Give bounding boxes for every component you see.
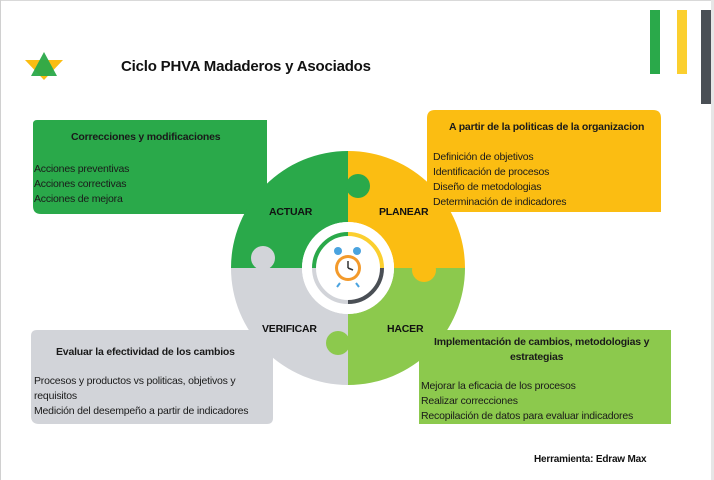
top-border: [1, 0, 711, 1]
card-verificar-item: Medición del desempeño a partir de indic…: [34, 405, 249, 417]
quadrant-verificar: [231, 268, 348, 385]
quadrant-planear: [348, 151, 465, 268]
card-actuar-item: Acciones preventivas: [34, 163, 130, 175]
card-verificar-shape: [31, 330, 273, 424]
card-planear-item: Determinación de indicadores: [433, 196, 567, 208]
card-actuar-item: Acciones de mejora: [34, 193, 123, 205]
card-hacer-title-line1: Implementación de cambios, metodologias …: [434, 336, 650, 348]
green-bar: [650, 10, 660, 74]
alarm-clock-icon: [334, 247, 361, 288]
card-verificar-title: Evaluar la efectividad de los cambios: [56, 346, 235, 358]
label-planear: PLANEAR: [379, 206, 429, 218]
card-hacer-item: Recopilación de datos para evaluar indic…: [421, 410, 634, 422]
card-verificar-item: requisitos: [34, 390, 77, 402]
label-actuar: ACTUAR: [269, 206, 313, 218]
knob-hacer: [326, 331, 350, 355]
knob-actuar: [346, 174, 370, 198]
card-actuar-shape: [33, 120, 267, 214]
knob-verificar: [251, 246, 275, 270]
quadrant-hacer: [348, 268, 465, 385]
label-verificar: VERIFICAR: [262, 323, 317, 335]
card-actuar-title: Correcciones y modificaciones: [71, 131, 221, 143]
card-hacer-item: Mejorar la eficacia de los procesos: [421, 380, 576, 392]
yellow-bar: [677, 10, 687, 74]
card-hacer-shape: [419, 330, 671, 424]
card-planear-shape: [427, 110, 661, 212]
quadrant-actuar: [231, 151, 348, 268]
center-arc-green: [312, 232, 349, 269]
center-arc-yellow: [347, 232, 384, 269]
footer-tool-credit: Herramienta: Edraw Max: [534, 454, 647, 465]
card-hacer-title-line2: estrategias: [510, 351, 564, 363]
label-hacer: HACER: [387, 323, 424, 335]
center-arc-dark: [347, 267, 384, 304]
card-verificar-item: Procesos y productos vs politicas, objet…: [34, 375, 236, 387]
dark-bar: [701, 10, 711, 104]
knob-planear: [412, 258, 436, 282]
page-title: Ciclo PHVA Madaderos y Asociados: [121, 58, 371, 75]
card-planear-item: Identificación de procesos: [433, 166, 550, 178]
card-planear-title: A partir de la politicas de la organizac…: [449, 121, 645, 133]
card-hacer-item: Realizar correcciones: [421, 395, 518, 407]
center-arc-gray: [312, 267, 349, 304]
card-planear-item: Definición de objetivos: [433, 151, 534, 163]
card-actuar-item: Acciones correctivas: [34, 178, 127, 190]
card-planear-item: Diseño de metodologias: [433, 181, 542, 193]
